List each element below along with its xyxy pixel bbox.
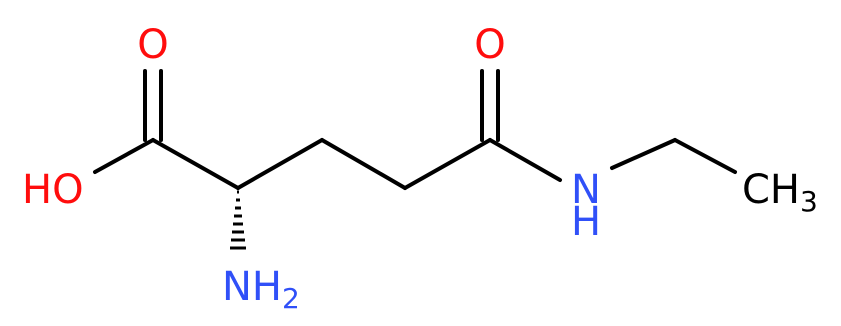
atom-methyl-label: CH: [742, 167, 800, 213]
bond-acid-alpha: [151, 138, 240, 190]
bond-ch2-ch2: [320, 138, 407, 190]
bond-amide-nitrogen: [488, 138, 562, 182]
atom-amide-hydrogen: H: [571, 199, 601, 245]
bond-acid-hydroxyl: [93, 138, 155, 174]
bond-ch2-amide: [403, 138, 492, 190]
atom-amide-nitrogen: N: [571, 167, 601, 213]
bond-alpha-ch2: [236, 138, 324, 190]
atom-amine-label: NH: [222, 264, 282, 310]
bonds: [93, 69, 737, 190]
atom-oxygen-amide-carbonyl: O: [474, 22, 505, 68]
atom-amine: NH2: [222, 264, 300, 315]
atom-methyl: CH3: [742, 167, 818, 218]
atom-methyl-subscript: 3: [800, 185, 818, 218]
bond-nitrogen-ethyl: [610, 138, 677, 170]
atom-hydroxyl: HO: [22, 167, 84, 213]
bond-ethyl-methyl: [673, 138, 737, 174]
atom-oxygen-acid-carbonyl: O: [137, 22, 168, 68]
stereo-hashed-wedge: [230, 190, 246, 250]
atom-amine-subscript: 2: [282, 282, 300, 315]
